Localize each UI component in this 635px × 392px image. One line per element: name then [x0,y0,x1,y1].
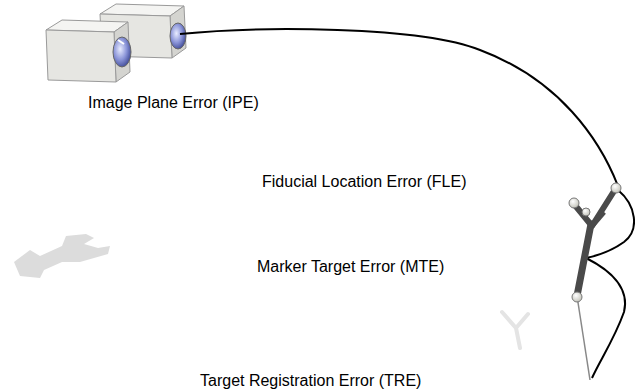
pointer-tool [569,183,621,380]
tool-shadow [14,234,110,278]
marker-shadow [502,312,528,348]
error-label: Target Registration Error (TRE) [200,372,421,390]
error-label: Marker Target Error (MTE) [257,258,444,276]
error-label: Fiducial Location Error (FLE) [262,173,467,191]
leader-curve [180,29,634,378]
error-label: Image Plane Error (IPE) [88,94,259,112]
stereo-camera [46,4,186,82]
